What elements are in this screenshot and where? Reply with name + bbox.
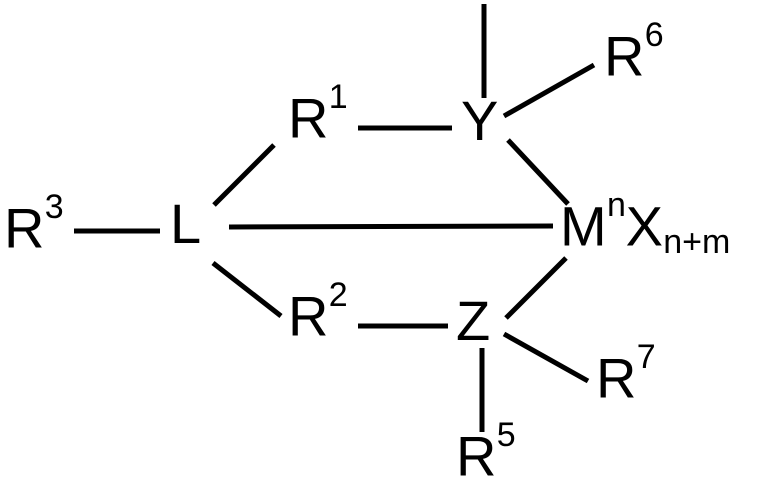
bond-l-r1 [212, 143, 276, 207]
label-x-base: X [625, 194, 663, 258]
label-m-base: M [560, 194, 607, 258]
label-r6-base: R [604, 24, 645, 88]
bond-z-m [504, 256, 568, 320]
bond-y-m [506, 138, 570, 206]
label-r5-superscript: 5 [496, 415, 516, 454]
label-r7: R7 [596, 340, 656, 410]
label-r6-superscript: 6 [644, 15, 664, 54]
bond-y-r6 [502, 62, 596, 119]
label-m-superscript: n [606, 185, 626, 224]
label-y-base: Y [461, 89, 499, 152]
label-l: L [170, 196, 201, 252]
label-x-subscript: n+m [663, 223, 731, 262]
label-r5-base: R [456, 424, 497, 488]
label-r1-base: R [288, 86, 329, 150]
label-r6: R6 [604, 18, 664, 88]
label-r2-base: R [288, 284, 329, 348]
label-r3-base: R [4, 196, 45, 260]
bond-l-m [228, 223, 554, 230]
label-y: Y [461, 93, 498, 149]
label-r7-superscript: 7 [636, 337, 656, 376]
bond-z-r7 [502, 331, 590, 384]
label-r1-superscript: 1 [328, 77, 348, 116]
label-r1: R1 [288, 80, 348, 150]
label-r3: R3 [4, 190, 64, 260]
label-r2: R2 [288, 278, 348, 348]
label-l-base: L [170, 192, 202, 255]
label-r5: R5 [456, 418, 516, 488]
label-r3-superscript: 3 [44, 187, 64, 226]
label-r7-base: R [596, 346, 637, 410]
label-r2-superscript: 2 [328, 275, 348, 314]
label-z-base: Z [456, 289, 491, 352]
label-z: Z [456, 293, 490, 349]
label-metal-complex: MnXn+m [560, 188, 730, 259]
bond-l-r2 [211, 261, 283, 318]
